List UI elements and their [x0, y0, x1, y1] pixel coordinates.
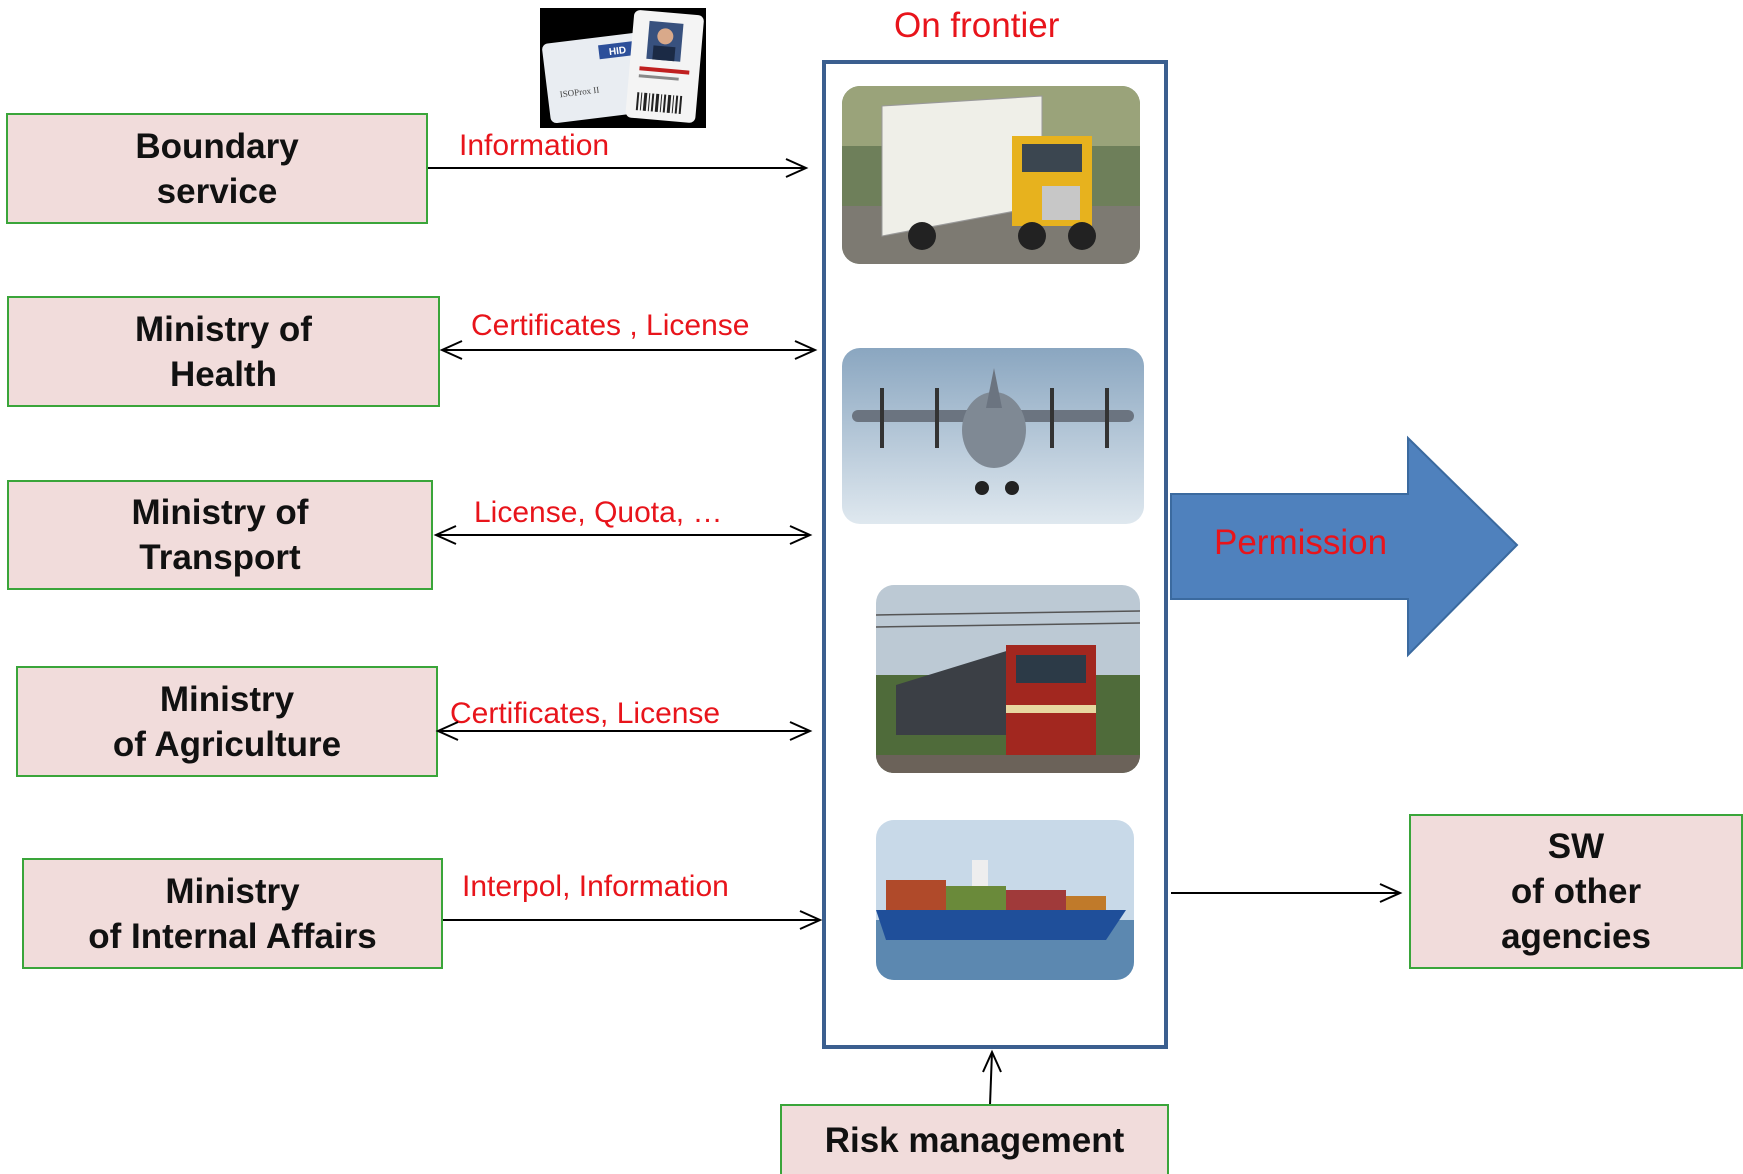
- boundary-service-box: Boundary service: [6, 113, 428, 224]
- sw-other-agencies-box: SW of other agencies: [1409, 814, 1743, 969]
- id-card-model: ISOProx II: [559, 85, 600, 100]
- ministry-of-internal-affairs-box: Ministry of Internal Affairs: [22, 858, 443, 969]
- ship-photo: [876, 820, 1134, 980]
- flow-label-interpol-information: Interpol, Information: [462, 870, 729, 903]
- train-photo: [876, 585, 1140, 773]
- truck-photo: [842, 86, 1140, 264]
- ministry-of-health-box: Ministry of Health: [7, 296, 440, 407]
- flow-label-information: Information: [459, 129, 610, 162]
- frontier-title: On frontier: [894, 6, 1060, 45]
- ministry-of-agriculture-box: Ministry of Agriculture: [16, 666, 438, 777]
- permission-label: Permission: [1214, 523, 1388, 562]
- risk-management-box: Risk management: [780, 1104, 1169, 1174]
- flow-label-certificates-license: Certificates , License: [471, 309, 750, 342]
- flow-label-license-quota: License, Quota, …: [474, 496, 723, 529]
- id-card-brand: HID: [608, 45, 626, 58]
- id-card-image: HID ISOProx II: [540, 8, 706, 128]
- ministry-of-transport-box: Ministry of Transport: [7, 480, 433, 590]
- airplane-photo: [842, 348, 1144, 524]
- permission-arrow: [1170, 435, 1519, 658]
- flow-label-certificates-license-2: Certificates, License: [450, 697, 721, 730]
